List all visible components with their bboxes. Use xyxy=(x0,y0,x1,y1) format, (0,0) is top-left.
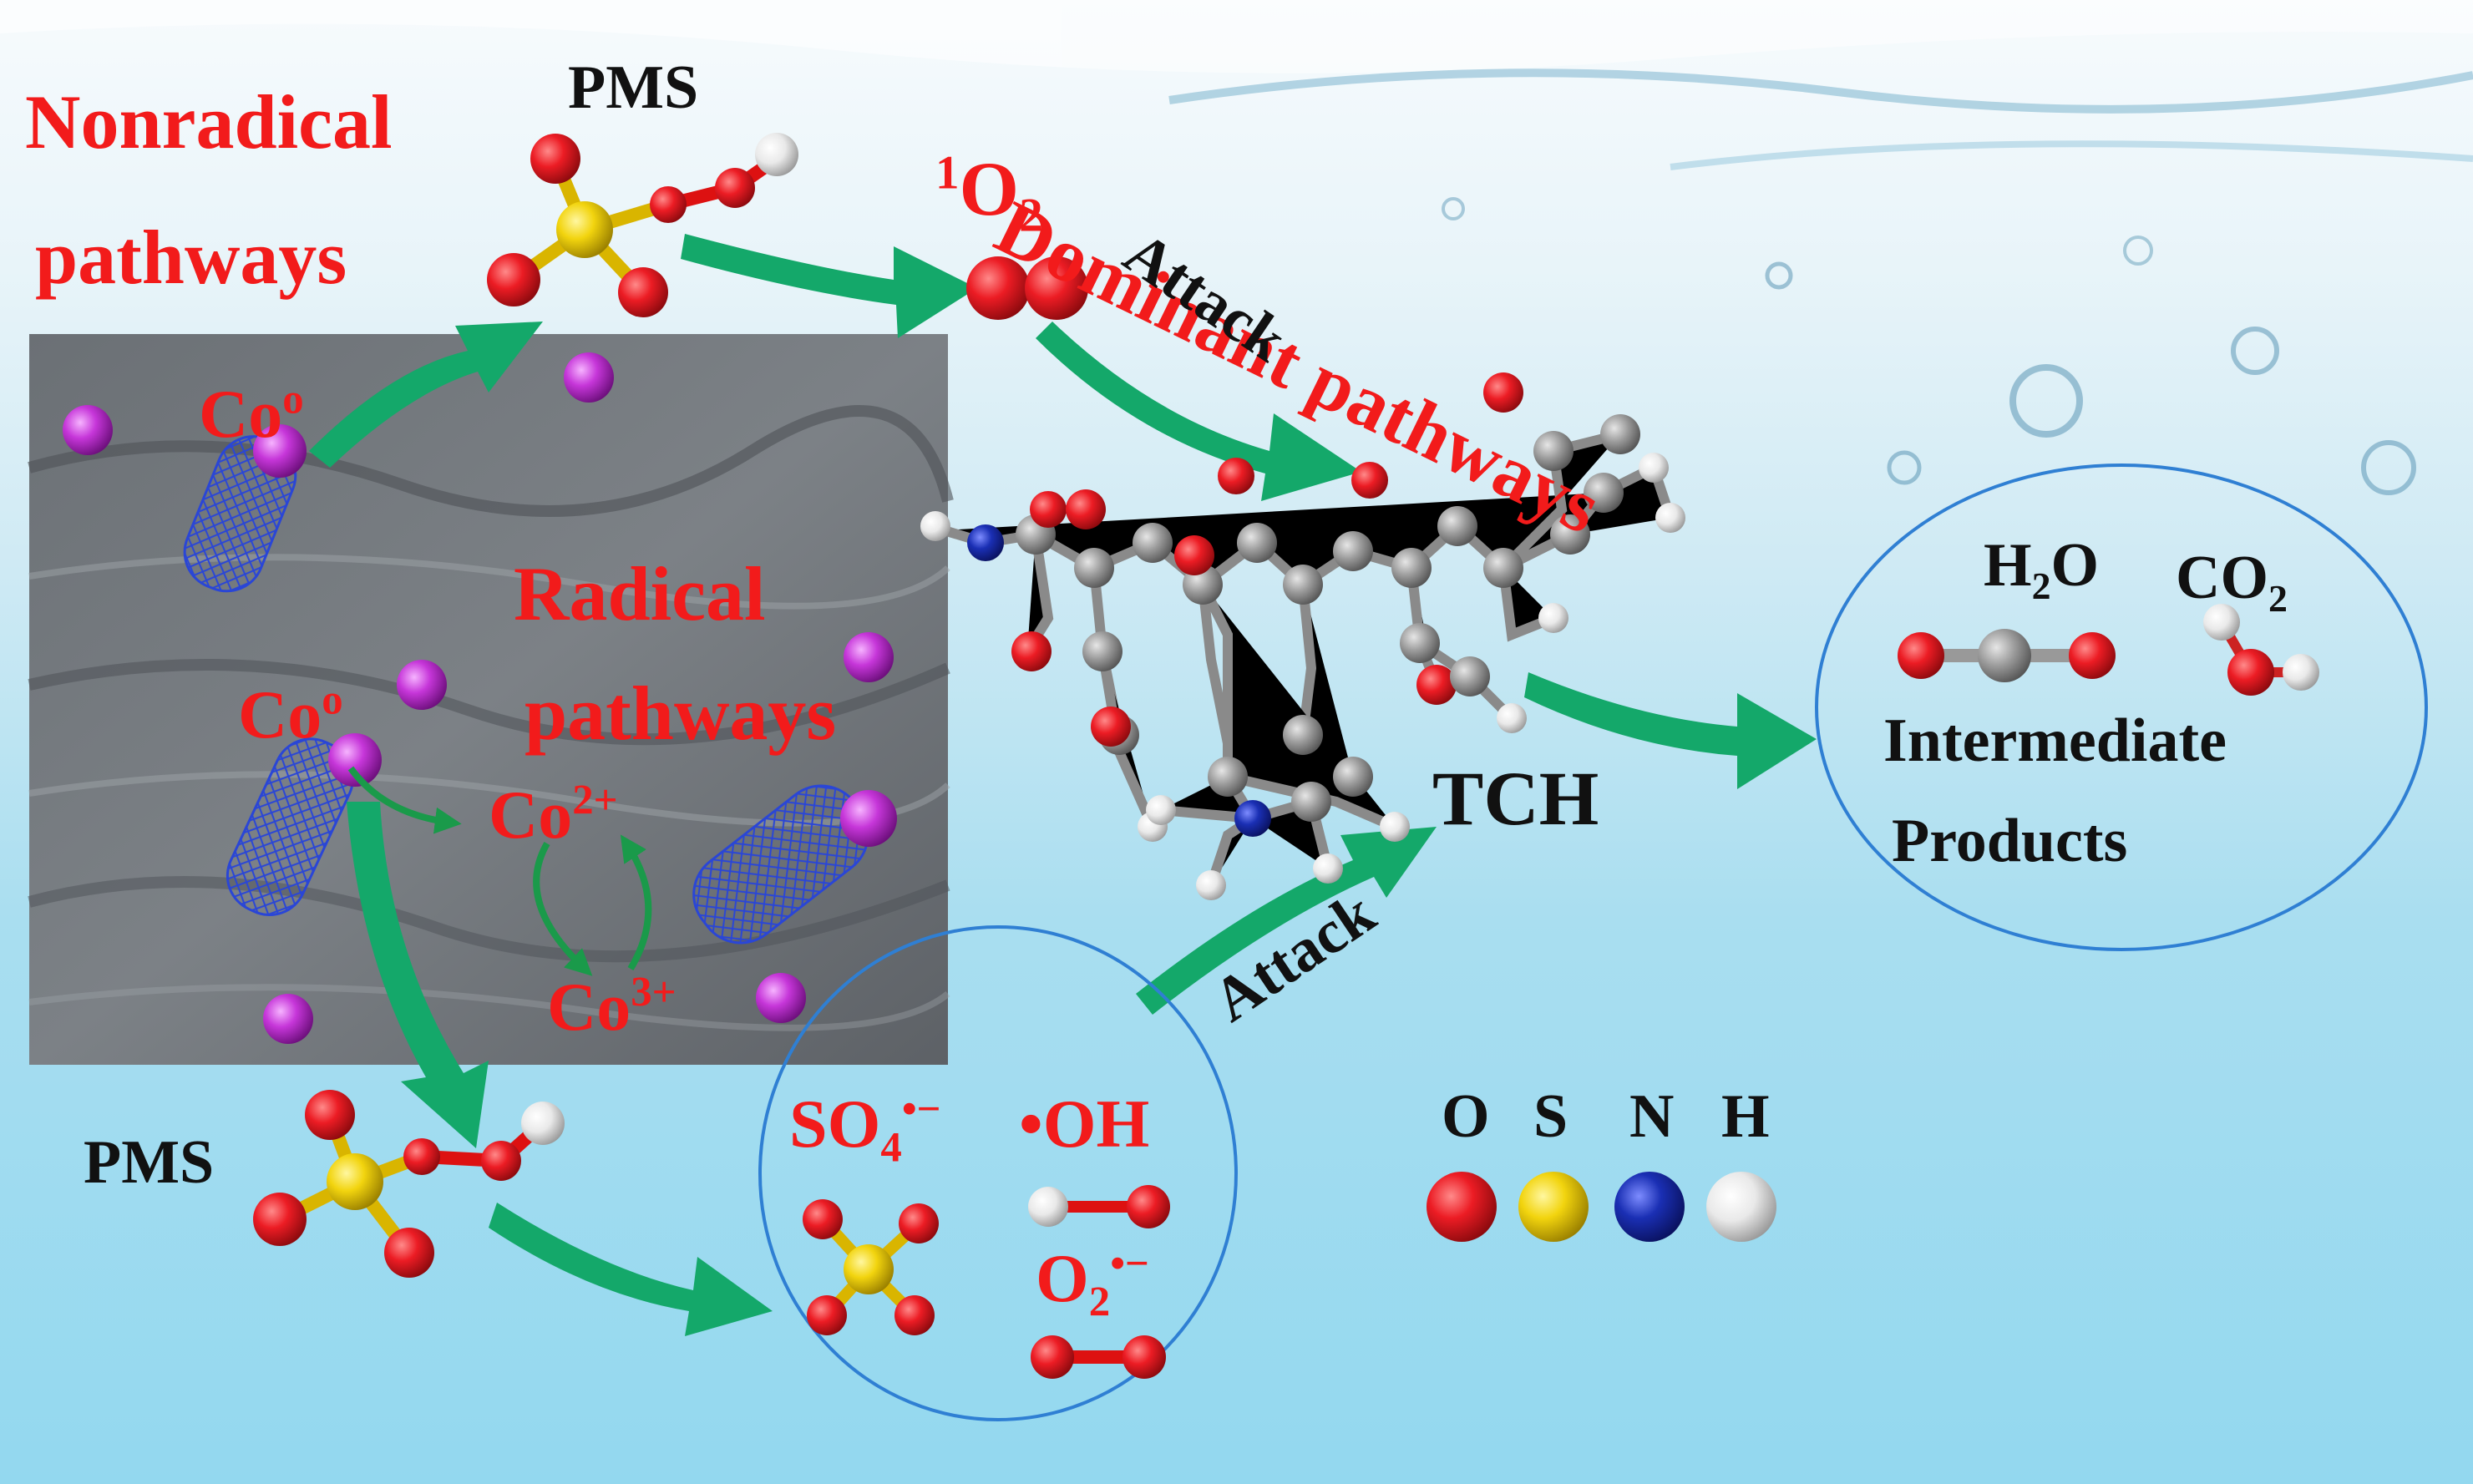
sulfate-radical-label: SO4•− xyxy=(789,1085,941,1171)
intermediate-products-circle xyxy=(1815,463,2428,951)
legend-ball-o xyxy=(1427,1172,1497,1242)
pms-bottom-label: PMS xyxy=(84,1128,215,1197)
superoxide-label: O2•− xyxy=(1036,1239,1149,1325)
catalyst-surface xyxy=(28,334,954,1065)
h2o-label: H2O xyxy=(1984,531,2100,607)
co2plus-label: Co2+ xyxy=(489,776,618,853)
co0-top-label: Coo xyxy=(199,375,304,452)
singlet-oxygen-molecule xyxy=(966,256,1088,320)
sulfate-radical-molecule xyxy=(803,1199,939,1335)
intermediate-label: Intermediate xyxy=(1883,707,2227,775)
pms-molecule-bottom xyxy=(253,1090,565,1278)
hydroxyl-radical-label: •OH xyxy=(1019,1086,1150,1162)
tch-label: TCH xyxy=(1432,756,1599,841)
carbon-nanotubes xyxy=(183,435,869,945)
singlet-oxygen-label: 1O2 xyxy=(935,146,1043,242)
pms-top-label: PMS xyxy=(568,53,699,122)
legend-ball-h xyxy=(1706,1172,1776,1242)
superoxide-molecule xyxy=(1031,1335,1166,1379)
hydroxyl-radical-molecule xyxy=(1028,1185,1170,1228)
co0-mid-label: Coo xyxy=(238,676,343,752)
cobalt-atoms xyxy=(63,352,897,1044)
products-label: Products xyxy=(1892,807,2128,875)
cobalt-redox-cycle xyxy=(347,766,652,976)
h2o-molecule xyxy=(2203,604,2319,696)
co2-label: CO2 xyxy=(2176,544,2288,620)
water-surface xyxy=(0,0,2473,495)
radical-species-circle xyxy=(758,925,1238,1421)
nonradical-label-line2: pathways xyxy=(35,215,347,300)
co3plus-label: Co3+ xyxy=(547,968,677,1045)
element-legend-balls xyxy=(1427,1172,1776,1242)
co2-molecule xyxy=(1898,629,2116,682)
product-zones xyxy=(758,463,2428,1421)
legend-label-n: N xyxy=(1629,1082,1675,1151)
radical-label-line2: pathways xyxy=(524,671,837,756)
legend-ball-s xyxy=(1518,1172,1589,1242)
pathway-arrows xyxy=(309,234,1817,1336)
legend-label-s: S xyxy=(1533,1082,1568,1151)
legend-label-o: O xyxy=(1442,1082,1490,1151)
legend-label-h: H xyxy=(1721,1082,1770,1151)
pms-molecule-top xyxy=(487,133,798,317)
tch-molecule xyxy=(920,372,1685,900)
nonradical-label-line1: Nonradical xyxy=(25,79,393,165)
legend-ball-n xyxy=(1614,1172,1685,1242)
radical-label-line1: Radical xyxy=(514,551,766,636)
